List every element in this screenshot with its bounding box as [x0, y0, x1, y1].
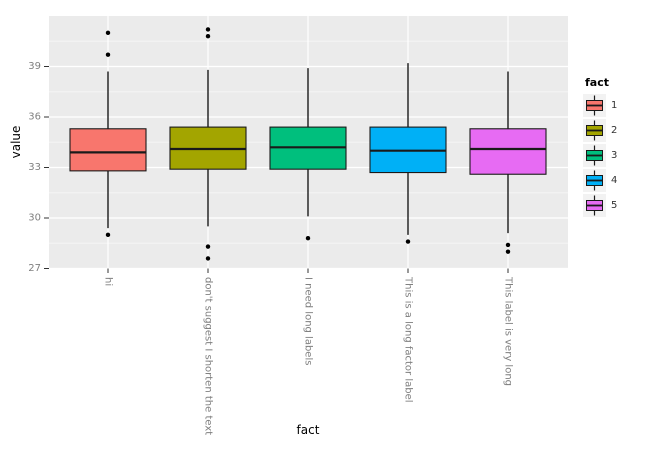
box	[69, 128, 147, 172]
y-tick-label: 33	[28, 162, 41, 173]
outlier-point	[405, 239, 411, 244]
y-tick-label: 36	[28, 112, 41, 123]
x-axis-title: fact	[297, 423, 320, 437]
outlier-point	[505, 242, 511, 248]
legend-key-boxplot-glyph	[586, 120, 603, 141]
boxplot-4	[369, 63, 447, 244]
boxplot-1	[69, 30, 147, 238]
outlier-point	[205, 256, 211, 261]
x-tick-label: hi	[103, 277, 114, 286]
legend-item-2: 2	[583, 119, 617, 142]
legend-title: fact	[585, 76, 609, 89]
outlier-point	[505, 249, 511, 254]
box	[469, 128, 547, 175]
legend-key	[583, 194, 606, 217]
y-tick-label: 27	[28, 263, 41, 274]
outlier-point	[305, 236, 311, 241]
outlier-point	[205, 34, 211, 39]
x-tick-label: I need long labels	[303, 277, 314, 365]
legend-key	[583, 119, 606, 142]
legend-item-5: 5	[583, 194, 617, 217]
y-axis-title: value	[9, 126, 23, 159]
legend-key-boxplot-glyph	[586, 195, 603, 216]
boxplot-2	[169, 27, 247, 261]
outlier-point	[205, 244, 211, 249]
legend-key-boxplot-glyph	[586, 170, 603, 191]
boxplot-3	[269, 68, 347, 241]
legend-items: 1 2 3 4 5	[583, 94, 617, 217]
legend-item-label: 5	[611, 200, 618, 211]
legend-item-label: 2	[611, 125, 618, 136]
legend-item-label: 4	[611, 175, 618, 186]
legend-key-boxplot-glyph	[586, 95, 603, 116]
y-tick-label: 39	[28, 61, 41, 72]
outlier-point	[105, 232, 111, 238]
legend-key	[583, 94, 606, 117]
legend-item-3: 3	[583, 144, 617, 167]
legend-key	[583, 169, 606, 192]
legend-key	[583, 144, 606, 167]
legend-item-label: 3	[611, 150, 618, 161]
legend-key-boxplot-glyph	[586, 145, 603, 166]
x-tick-label: This label is very long	[503, 276, 514, 386]
y-tick-label: 30	[28, 213, 41, 224]
boxplot-5	[469, 71, 547, 254]
outlier-point	[105, 30, 111, 36]
outlier-point	[205, 27, 211, 32]
x-tick-label: don't suggest I shorten the text	[203, 277, 214, 435]
x-tick-label: This is a long factor label	[403, 276, 414, 403]
legend-item-4: 4	[583, 169, 617, 192]
outlier-point	[105, 52, 111, 57]
legend-item-1: 1	[583, 94, 617, 117]
legend-item-label: 1	[611, 100, 618, 111]
legend: fact 1 2 3 4 5	[583, 76, 617, 219]
